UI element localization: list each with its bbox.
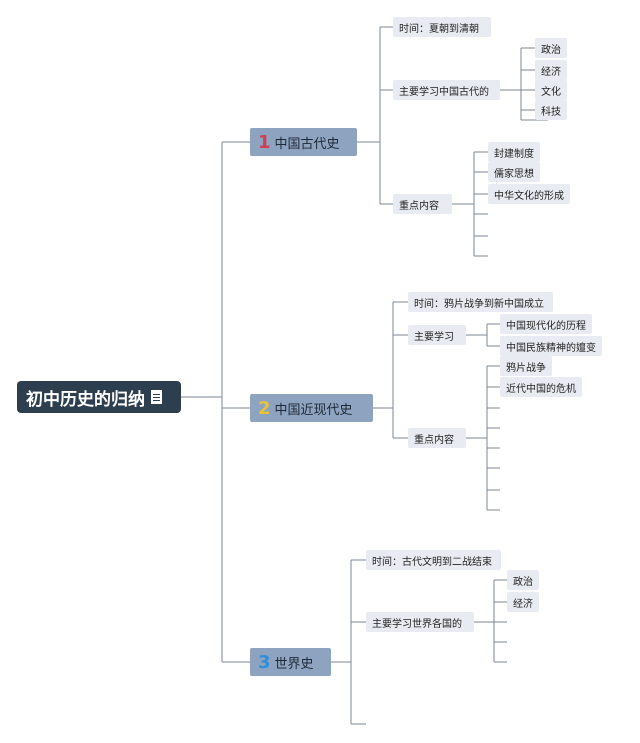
leaf-item[interactable]: 近代中国的危机 <box>500 377 582 397</box>
time-node[interactable]: 时间：鸦片战争到新中国成立 <box>408 292 553 312</box>
branch-title: 中国古代史 <box>274 136 340 152</box>
focus-node[interactable]: 重点内容 <box>393 194 452 214</box>
study-label: 主要学习中国古代的 <box>399 86 489 98</box>
leaf-item[interactable]: 政治 <box>535 38 567 58</box>
leaf-item[interactable]: 政治 <box>507 570 539 590</box>
branch-number-1: 1 <box>258 131 271 153</box>
leaf-text: 鸦片战争 <box>506 362 546 374</box>
branch-title: 中国近现代史 <box>274 402 353 418</box>
study-node[interactable]: 主要学习中国古代的 <box>393 80 500 100</box>
leaf-text: 封建制度 <box>494 148 534 160</box>
leaf-text: 政治 <box>513 576 533 588</box>
study-node[interactable]: 主要学习世界各国的 <box>366 612 474 632</box>
focus-label: 重点内容 <box>399 200 439 212</box>
branch-world-history[interactable]: 3 世界史 <box>250 648 331 676</box>
study-node[interactable]: 主要学习 <box>408 325 466 345</box>
leaf-text: 中国现代化的历程 <box>506 320 586 332</box>
leaf-item[interactable]: 中华文化的形成 <box>488 184 570 204</box>
branch-modern-china[interactable]: 2 中国近现代史 <box>250 394 373 422</box>
leaf-item[interactable]: 鸦片战争 <box>500 356 552 376</box>
time-label: 时间：古代文明到二战结束 <box>372 556 492 568</box>
focus-node[interactable]: 重点内容 <box>408 428 466 448</box>
study-label: 主要学习 <box>414 331 454 343</box>
leaf-item[interactable]: 封建制度 <box>488 142 540 162</box>
leaf-text: 经济 <box>541 66 561 78</box>
time-label: 时间：鸦片战争到新中国成立 <box>414 298 544 310</box>
leaf-text: 中华文化的形成 <box>494 190 564 202</box>
root-title: 初中历史的归纳 <box>26 389 145 410</box>
leaf-item[interactable]: 科技 <box>535 100 567 120</box>
leaf-text: 近代中国的危机 <box>506 383 576 395</box>
leaf-text: 儒家思想 <box>494 168 534 180</box>
root-topic[interactable]: 初中历史的归纳 <box>17 381 181 413</box>
time-label: 时间：夏朝到清朝 <box>399 23 479 35</box>
time-node[interactable]: 时间：古代文明到二战结束 <box>366 550 501 570</box>
leaf-item[interactable]: 文化 <box>535 80 567 100</box>
focus-label: 重点内容 <box>414 434 454 446</box>
branch-ancient-china[interactable]: 1 中国古代史 <box>250 128 357 156</box>
leaf-text: 经济 <box>513 598 533 610</box>
time-node[interactable]: 时间：夏朝到清朝 <box>393 17 491 37</box>
study-label: 主要学习世界各国的 <box>372 618 462 630</box>
leaf-text: 文化 <box>541 86 561 98</box>
leaf-item[interactable]: 经济 <box>535 60 567 80</box>
leaf-text: 中国民族精神的嬗变 <box>506 342 596 354</box>
leaf-item[interactable]: 儒家思想 <box>488 162 540 182</box>
leaf-item[interactable]: 经济 <box>507 592 539 612</box>
leaf-item[interactable]: 中国民族精神的嬗变 <box>500 336 602 356</box>
branch-number-2: 2 <box>258 397 271 419</box>
leaf-item[interactable]: 中国现代化的历程 <box>500 314 592 334</box>
leaf-text: 科技 <box>541 106 561 118</box>
leaf-text: 政治 <box>541 44 561 56</box>
branch-number-3: 3 <box>258 651 271 673</box>
document-icon <box>151 390 162 404</box>
branch-title: 世界史 <box>274 656 314 672</box>
